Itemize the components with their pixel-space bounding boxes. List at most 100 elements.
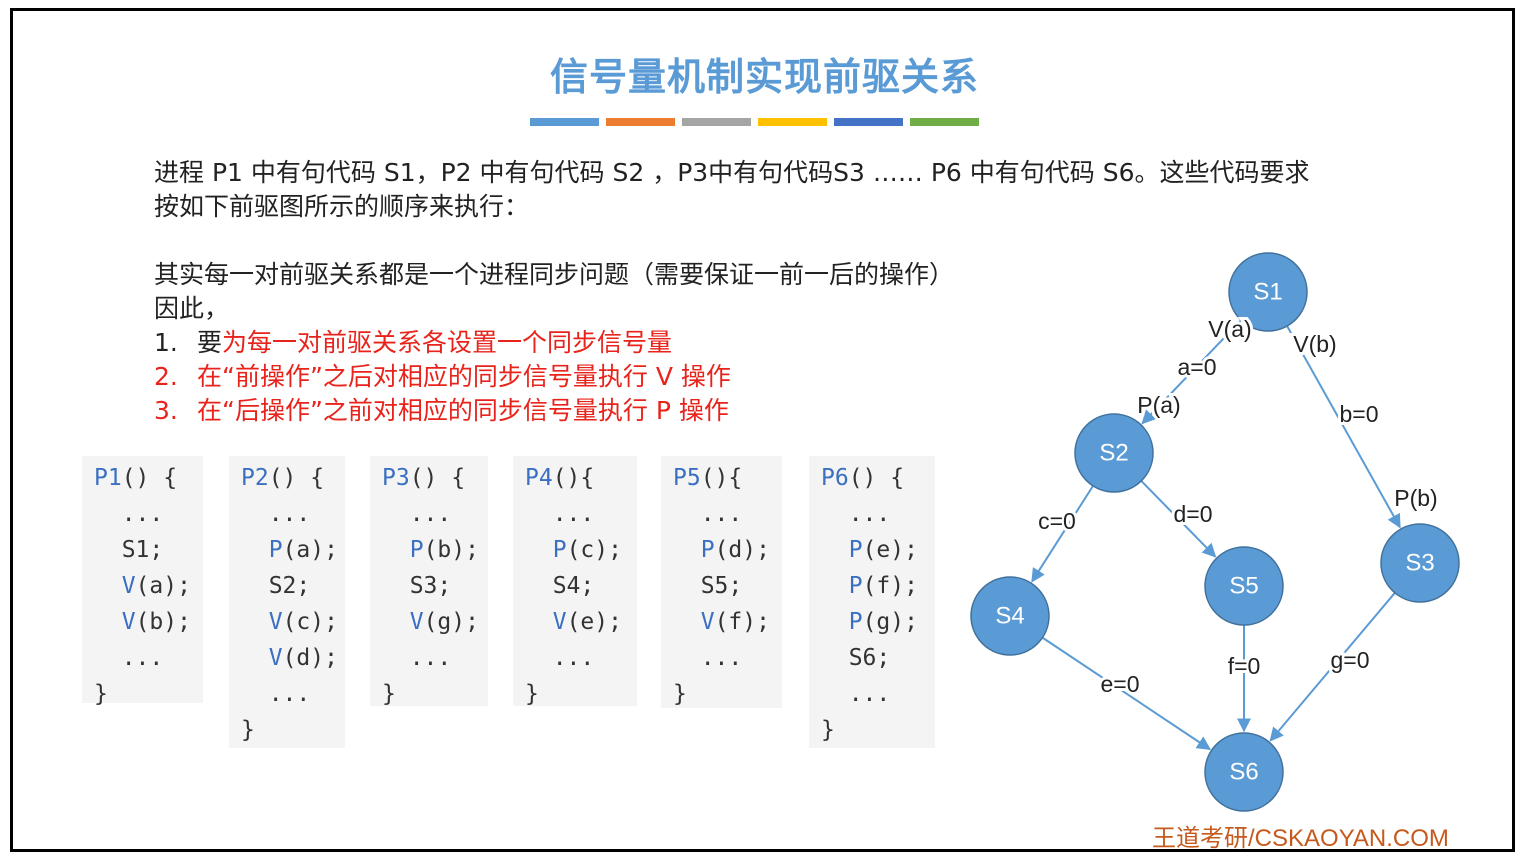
semaphore-op: P [848, 537, 863, 563]
semaphore-op: V [268, 645, 283, 671]
code-line: V(d); [241, 640, 338, 676]
code-text: () { [848, 465, 905, 491]
code-text: (c); [282, 609, 338, 635]
semaphore-op: V [409, 609, 424, 635]
code-block-p6: P6() { ... P(e); P(f); P(g); S6; ...} [809, 456, 935, 748]
code-line: S2; [241, 568, 333, 604]
note-line-2: 因此， [154, 294, 230, 323]
code-line: ... [382, 496, 476, 532]
node-s6 [1204, 732, 1284, 812]
code-text: S4; [552, 573, 595, 599]
code-line: S3; [382, 568, 476, 604]
code-text: (b); [423, 537, 479, 563]
code-text: (){ [552, 465, 595, 491]
code-text: ... [848, 501, 891, 527]
code-line: ... [525, 640, 625, 676]
node-label: S1 [1253, 278, 1282, 305]
code-block-p2: P2() { ... P(a); S2; V(c); V(d); ...} [229, 456, 345, 748]
graph-edges [1031, 319, 1401, 751]
intro-line-2: 按如下前驱图所示的顺序来执行： [154, 192, 530, 221]
code-text: (e); [566, 609, 622, 635]
semaphore-op: V [552, 609, 567, 635]
edge-label: c=0 [1038, 508, 1076, 534]
code-header: P5(){ [673, 460, 770, 496]
code-text: ... [700, 645, 743, 671]
code-line: ... [525, 496, 625, 532]
code-line: S6; [821, 640, 923, 676]
process-name: P2 [241, 465, 269, 491]
code-line: P(e); [821, 532, 923, 568]
semaphore-op: P [409, 537, 424, 563]
color-bar-segment [910, 118, 979, 126]
semaphore-op: P [700, 537, 715, 563]
color-bar-segment [834, 118, 903, 126]
code-text: (d); [282, 645, 338, 671]
code-line: V(c); [241, 604, 338, 640]
code-text: (){ [700, 465, 743, 491]
code-header: P4(){ [525, 460, 625, 496]
code-line: S1; [94, 532, 191, 568]
code-line: P(a); [241, 532, 338, 568]
code-text: ... [268, 681, 311, 707]
step-2: 2.在“前操作”之后对相应的同步信号量执行 V 操作 [154, 360, 954, 394]
code-text: ... [268, 501, 311, 527]
code-header: P3() { [382, 460, 476, 496]
code-text: ... [121, 501, 164, 527]
code-header: P2() { [241, 460, 333, 496]
code-line: S4; [525, 568, 625, 604]
edge-label: V(a) [1208, 316, 1251, 342]
node-label: S5 [1229, 572, 1258, 599]
semaphore-op: V [268, 609, 283, 635]
code-text: S5; [700, 573, 743, 599]
code-line: ... [821, 676, 923, 712]
intro-text: 进程 P1 中有句代码 S1，P2 中有句代码 S2 ，P3中有句代码S3 ……… [154, 156, 1310, 224]
code-text: (c); [566, 537, 622, 563]
code-line: S5; [673, 568, 770, 604]
code-text: S6; [848, 645, 891, 671]
step-1: 1.要为每一对前驱关系各设置一个同步信号量 [154, 326, 954, 360]
code-line: ... [673, 640, 770, 676]
edge-label: g=0 [1330, 647, 1369, 673]
code-text: (f); [714, 609, 770, 635]
note-line-1: 其实每一对前驱关系都是一个进程同步问题（需要保证一前一后的操作） [154, 260, 955, 289]
code-close: } [241, 717, 255, 743]
code-text: (g); [862, 609, 918, 635]
code-line: P(d); [673, 532, 770, 568]
code-text: ... [848, 681, 891, 707]
edge-s1-s3 [1286, 325, 1401, 529]
code-line: ... [94, 496, 191, 532]
code-close: } [525, 681, 539, 707]
edge-label: P(b) [1394, 485, 1437, 511]
code-line: V(f); [673, 604, 770, 640]
edge-label: e=0 [1100, 671, 1139, 697]
node-s3 [1380, 523, 1460, 603]
slide-frame [10, 8, 1515, 852]
code-line: ... [94, 640, 191, 676]
semaphore-op: V [121, 573, 136, 599]
code-text: ... [700, 501, 743, 527]
step-text: 在“后操作”之前对相应的同步信号量执行 P 操作 [197, 396, 729, 425]
code-text: S3; [409, 573, 452, 599]
node-s4 [970, 576, 1050, 656]
code-text: () { [121, 465, 178, 491]
code-text: (b); [135, 609, 191, 635]
code-close: } [673, 681, 687, 707]
edge-label: a=0 [1177, 354, 1216, 380]
node-label: S3 [1405, 549, 1434, 576]
code-text: ... [552, 501, 595, 527]
code-header: P1() { [94, 460, 191, 496]
code-block-p1: P1() { ... S1; V(a); V(b); ...} [82, 456, 203, 707]
edge-label: P(a) [1137, 392, 1180, 418]
code-line: ... [241, 676, 333, 712]
color-bar-segment [758, 118, 827, 126]
node-s2 [1074, 413, 1154, 493]
semaphore-op: V [121, 609, 136, 635]
edge-label: f=0 [1228, 653, 1261, 679]
code-line: ... [821, 496, 923, 532]
code-line: P(f); [821, 568, 923, 604]
code-line: V(g); [382, 604, 479, 640]
code-line: ... [673, 496, 770, 532]
